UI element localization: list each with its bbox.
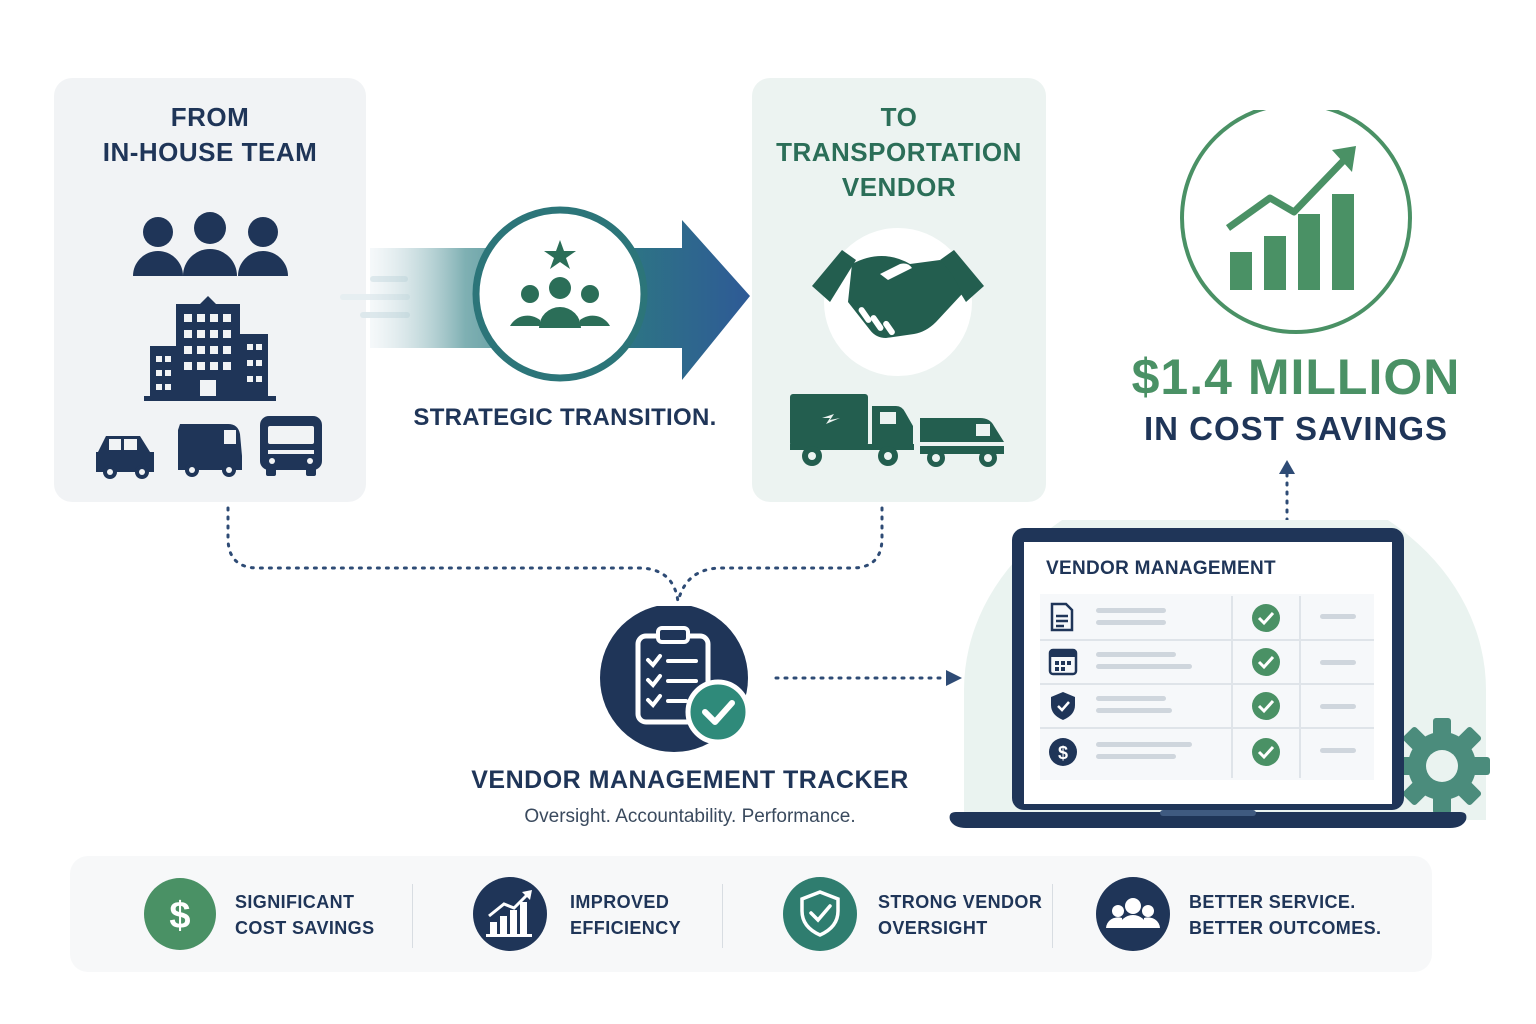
tracker-title: VENDOR MANAGEMENT TRACKER [471, 766, 909, 794]
check-icon [1252, 738, 1280, 766]
clipboard-check-icon [635, 626, 751, 745]
benefit-line2: OVERSIGHT [878, 918, 988, 938]
van-icon [178, 424, 242, 477]
benefit-line1: SIGNIFICANT [235, 892, 355, 912]
from-title-line1: FROM [170, 102, 250, 132]
bus-icon [260, 416, 322, 476]
check-icon [1252, 648, 1280, 676]
from-panel-title: FROM IN-HOUSE TEAM [54, 100, 366, 170]
arrowhead-laptop [946, 670, 962, 686]
gear-icon [1394, 718, 1490, 814]
laptop-base [949, 812, 1467, 828]
svg-text:$: $ [1058, 743, 1068, 763]
bar-chart-icon [473, 877, 547, 951]
savings-label: IN COST SAVINGS [1143, 410, 1449, 447]
benefit-divider [412, 884, 413, 948]
from-title-line2: IN-HOUSE TEAM [102, 137, 318, 167]
shield-check-icon [783, 877, 857, 951]
handshake-icon [812, 250, 984, 338]
svg-text:$: $ [169, 895, 190, 937]
transition-arrow [340, 206, 750, 382]
dollar-icon: $ [1049, 738, 1077, 766]
laptop-screen-title: VENDOR MANAGEMENT [1046, 558, 1276, 579]
box-truck-icon [790, 394, 914, 466]
to-title-line2: TRANSPORTATION [776, 137, 1022, 167]
benefit-cost-savings: SIGNIFICANT COST SAVINGS [235, 889, 374, 941]
connector-to [676, 506, 884, 604]
benefit-divider [1052, 884, 1053, 948]
people-group-icon [133, 212, 288, 276]
benefit-efficiency: IMPROVED EFFICIENCY [570, 889, 681, 941]
to-title-line1: TO [880, 102, 918, 132]
benefit-line1: IMPROVED [570, 892, 670, 912]
check-icon [1252, 692, 1280, 720]
connector-from [226, 506, 680, 604]
benefit-line2: BETTER OUTCOMES. [1189, 918, 1382, 938]
benefit-line1: BETTER SERVICE. [1189, 892, 1356, 912]
growth-chart-icon [1225, 146, 1356, 290]
calendar-icon [1048, 648, 1078, 676]
tracker-graphic [600, 606, 751, 752]
to-title-line3: VENDOR [841, 172, 957, 202]
vendor-table: $ [1040, 594, 1374, 780]
benefit-better-outcomes: BETTER SERVICE. BETTER OUTCOMES. [1189, 889, 1381, 941]
people-icon [1096, 877, 1170, 951]
document-icon [1050, 602, 1074, 632]
team-star-icon [510, 240, 610, 328]
laptop-graphic: $ [949, 520, 1490, 828]
benefit-line1: STRONG VENDOR [878, 892, 1043, 912]
benefit-icons: $ [144, 877, 1170, 951]
growth-chart-graphic [1180, 110, 1412, 334]
tracker-subtitle: Oversight. Accountability. Performance. [524, 806, 856, 827]
car-icon [96, 436, 154, 479]
benefit-vendor-oversight: STRONG VENDOR OVERSIGHT [878, 889, 1042, 941]
office-building-icon [144, 296, 276, 401]
to-panel-icons [790, 228, 1006, 467]
from-panel-icons [96, 212, 322, 479]
dollar-icon: $ [144, 878, 216, 950]
savings-amount: $1.4 MILLION [1131, 349, 1461, 405]
benefit-line2: COST SAVINGS [235, 918, 375, 938]
transition-label: STRATEGIC TRANSITION. [413, 404, 717, 431]
benefits-bar [70, 856, 1432, 972]
delivery-van-icon [920, 418, 1006, 467]
check-icon [1252, 604, 1280, 632]
to-panel-title: TO TRANSPORTATION VENDOR [752, 100, 1046, 205]
benefit-line2: EFFICIENCY [570, 918, 682, 938]
shield-icon [1051, 692, 1075, 720]
arrowhead-savings [1279, 460, 1295, 474]
benefit-divider [722, 884, 723, 948]
